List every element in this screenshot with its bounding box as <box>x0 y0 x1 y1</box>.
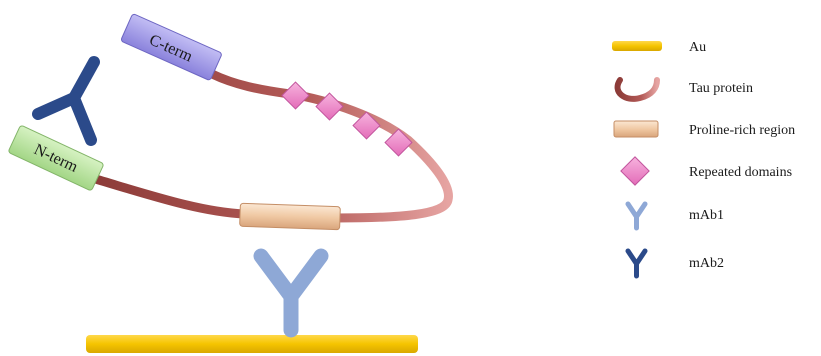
mab2-antibody <box>38 62 94 140</box>
mab1-antibody <box>261 256 321 330</box>
legend-item-mab2: mAb2 <box>628 251 724 276</box>
mab2-icon <box>628 251 645 276</box>
c-term-box: C-term <box>121 13 223 80</box>
legend-label-proline: Proline-rich region <box>689 123 795 138</box>
repeated-domain-icon <box>621 157 649 185</box>
tau-protein-icon <box>618 80 657 99</box>
legend-item-au: Au <box>612 40 706 55</box>
legend-item-repeat: Repeated domains <box>621 157 792 185</box>
legend-item-tau: Tau protein <box>618 80 753 99</box>
legend-label-mab1: mAb1 <box>689 208 724 223</box>
legend-item-mab1: mAb1 <box>628 204 724 228</box>
proline-rich-region <box>240 203 341 229</box>
gold-surface <box>86 335 418 353</box>
legend-item-proline: Proline-rich region <box>614 121 795 138</box>
legend-label-mab2: mAb2 <box>689 256 724 271</box>
repeated-domains <box>282 82 412 156</box>
repeat-domain-4 <box>385 129 412 156</box>
legend: Au Tau protein Proline-rich region Repea… <box>612 40 795 276</box>
proline-rich-icon <box>614 121 658 137</box>
legend-label-tau: Tau protein <box>689 81 753 96</box>
gold-bar-icon <box>612 41 662 51</box>
mab1-icon <box>628 204 645 228</box>
legend-label-repeat: Repeated domains <box>689 165 792 180</box>
legend-label-au: Au <box>689 40 706 55</box>
repeat-domain-1 <box>282 82 309 109</box>
